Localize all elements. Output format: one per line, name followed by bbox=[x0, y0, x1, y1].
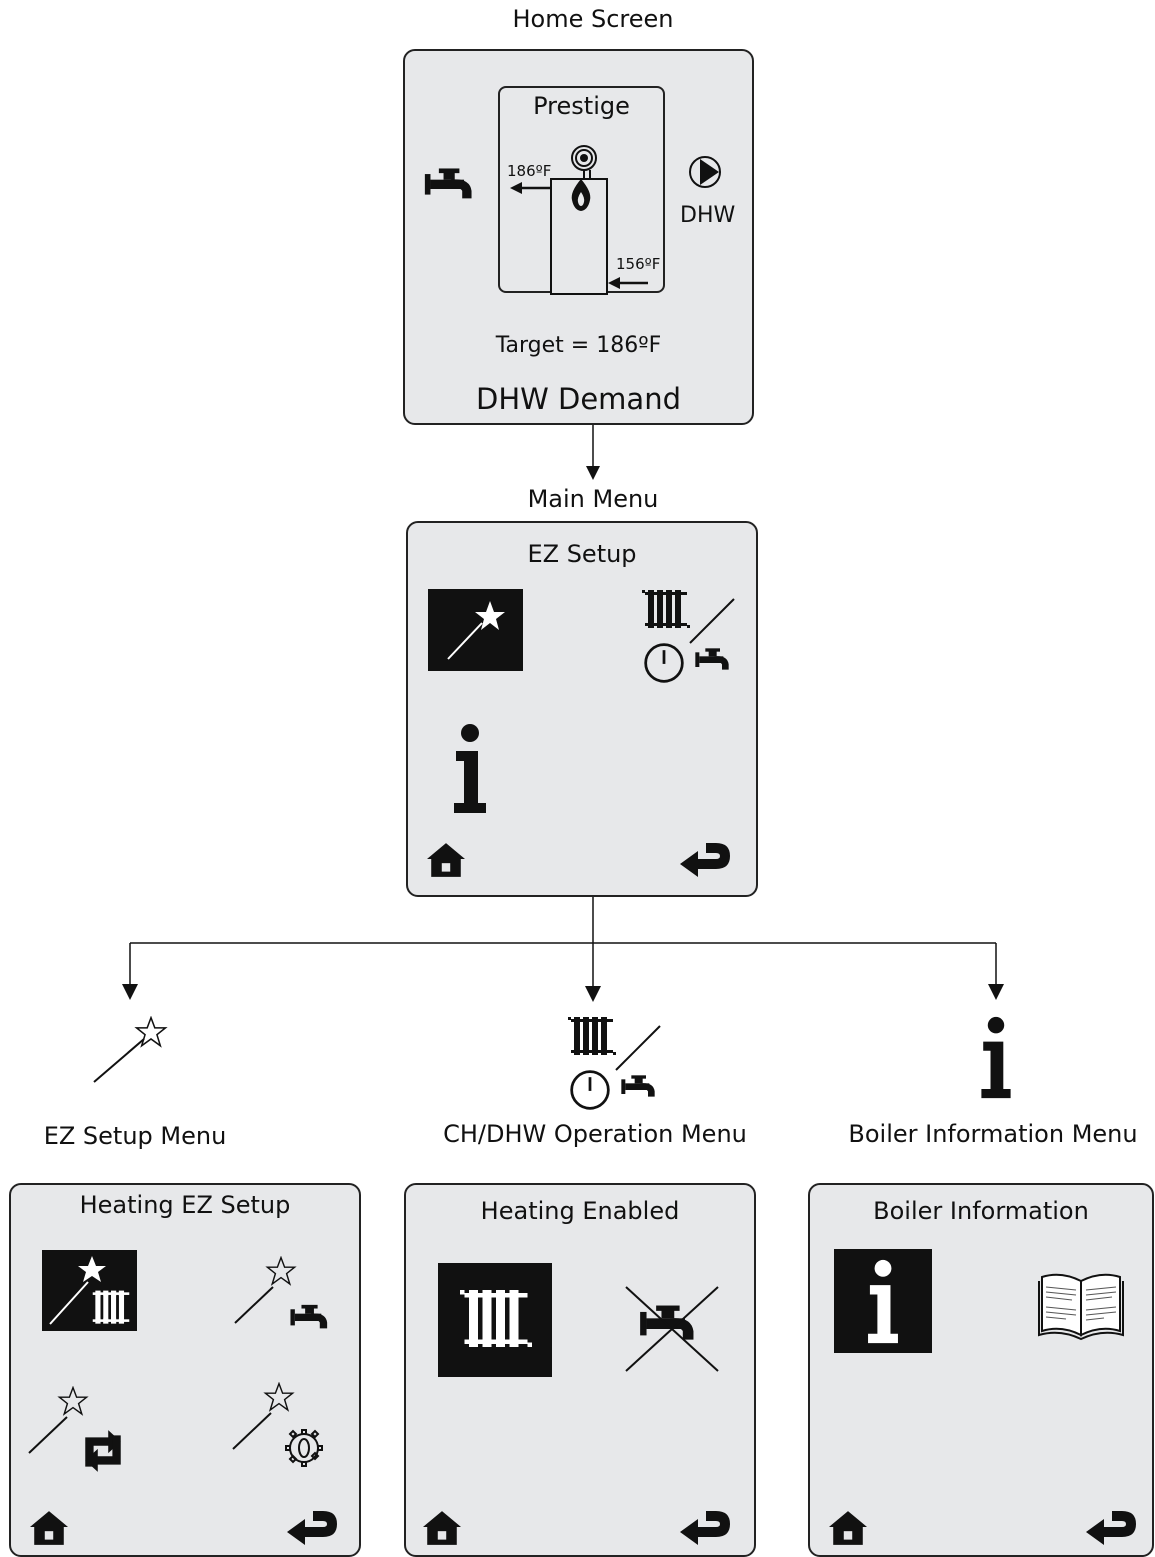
back-icon[interactable] bbox=[676, 839, 732, 879]
book-icon[interactable] bbox=[1036, 1269, 1126, 1345]
ez-setup-tile[interactable] bbox=[428, 589, 523, 671]
back-icon[interactable] bbox=[283, 1507, 339, 1547]
main-menu-title: EZ Setup bbox=[527, 540, 637, 568]
magic-wand-icon bbox=[447, 601, 505, 660]
radiator-icon bbox=[568, 1014, 616, 1060]
cycle-ez-tile[interactable] bbox=[25, 1385, 135, 1480]
clock-icon bbox=[642, 641, 686, 685]
magic-wand-icon bbox=[93, 1016, 167, 1083]
back-icon[interactable] bbox=[676, 1507, 732, 1547]
dhw-disabled-tile[interactable] bbox=[616, 1279, 726, 1379]
radiator-icon bbox=[92, 1290, 130, 1324]
tap-icon bbox=[419, 161, 483, 217]
home-screen: Prestige 186ºF 156ºF DHW bbox=[403, 49, 754, 425]
pump-label: DHW bbox=[680, 203, 736, 228]
info-icon bbox=[868, 1259, 898, 1344]
home-screen-caption: Home Screen bbox=[512, 5, 674, 33]
magic-wand-icon bbox=[28, 1386, 88, 1454]
settings-ez-tile[interactable] bbox=[229, 1381, 339, 1481]
back-icon[interactable] bbox=[1082, 1507, 1138, 1547]
gear-icon bbox=[281, 1425, 327, 1471]
magic-wand-icon bbox=[234, 1256, 296, 1324]
fan-pipe bbox=[583, 170, 585, 180]
home-icon[interactable] bbox=[424, 841, 468, 879]
magic-wand-icon bbox=[49, 1256, 106, 1325]
ez-setup-menu-caption: EZ Setup Menu bbox=[43, 1122, 227, 1150]
heating-ez-tile[interactable] bbox=[42, 1250, 137, 1331]
info-icon[interactable] bbox=[452, 723, 488, 815]
magic-wand-icon bbox=[232, 1382, 294, 1450]
main-menu-caption: Main Menu bbox=[527, 485, 659, 513]
tap-icon bbox=[285, 1299, 337, 1343]
boiler-panel: Prestige 186ºF 156ºF bbox=[498, 86, 665, 295]
ch-dhw-menu-caption: CH/DHW Operation Menu bbox=[443, 1120, 747, 1148]
dhw-ez-tile[interactable] bbox=[231, 1255, 341, 1340]
tap-icon bbox=[618, 1070, 662, 1110]
boiler-info-title: Boiler Information bbox=[873, 1197, 1089, 1225]
heating-enabled-title: Heating Enabled bbox=[480, 1197, 680, 1225]
heating-ez-title: Heating EZ Setup bbox=[79, 1191, 291, 1219]
home-icon[interactable] bbox=[826, 1509, 870, 1547]
fan-pipe-right bbox=[589, 170, 591, 180]
tap-icon bbox=[692, 643, 736, 683]
flame-icon bbox=[571, 179, 591, 211]
ch-dhw-tile[interactable] bbox=[640, 587, 740, 687]
disabled-cross-icon bbox=[625, 1286, 719, 1372]
outlet-temp: 186ºF bbox=[507, 162, 552, 180]
boiler-information-screen: Boiler Information bbox=[808, 1183, 1154, 1557]
slash-divider bbox=[615, 1025, 661, 1071]
ch-dhw-icon-group bbox=[566, 1014, 666, 1114]
heating-toggle-tile[interactable] bbox=[438, 1263, 552, 1377]
clock-icon bbox=[568, 1068, 612, 1112]
radiator-icon bbox=[460, 1290, 532, 1347]
boiler-info-menu-caption: Boiler Information Menu bbox=[848, 1120, 1138, 1148]
outlet-arrow bbox=[510, 182, 550, 194]
heating-enabled-screen: Heating Enabled bbox=[404, 1183, 756, 1557]
home-icon[interactable] bbox=[27, 1509, 71, 1547]
heating-ez-setup-screen: Heating EZ Setup bbox=[9, 1183, 361, 1557]
radiator-icon bbox=[642, 587, 690, 633]
status-text: DHW Demand bbox=[475, 382, 681, 416]
fan-icon bbox=[571, 145, 597, 171]
slash-divider bbox=[689, 598, 735, 644]
inlet-temp: 156ºF bbox=[616, 255, 661, 273]
pump-icon bbox=[689, 156, 721, 188]
cycle-icon bbox=[79, 1427, 127, 1475]
inlet-arrow bbox=[608, 277, 648, 289]
home-icon[interactable] bbox=[420, 1509, 464, 1547]
main-menu-screen: EZ Setup bbox=[406, 521, 758, 897]
boiler-info-tile[interactable] bbox=[834, 1249, 932, 1353]
device-name: Prestige bbox=[533, 92, 630, 120]
info-icon bbox=[981, 1016, 1011, 1099]
target-temp: Target = 186ºF bbox=[495, 333, 662, 358]
